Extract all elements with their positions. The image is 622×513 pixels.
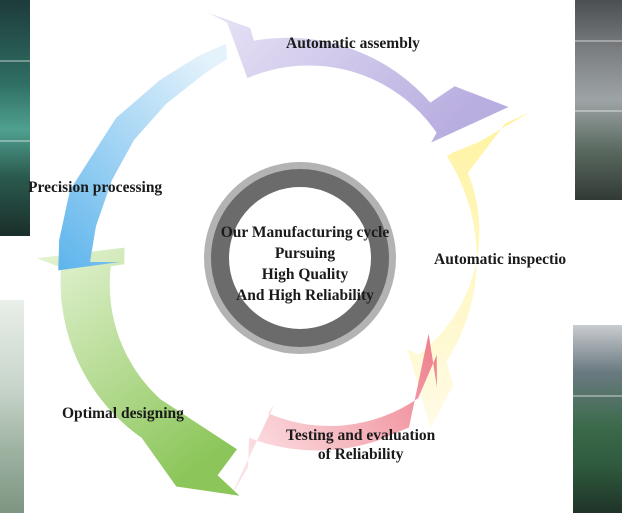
label-automatic-inspection: Automatic inspectio [434, 251, 567, 268]
center-ring-dark [211, 169, 389, 347]
center-line-4: And High Reliability [236, 287, 374, 304]
label-testing-line1: Testing and evaluation [286, 427, 436, 444]
label-optimal-designing: Optimal designing [62, 405, 184, 422]
center-disc [230, 188, 370, 328]
label-automatic-assembly: Automatic assembly [286, 35, 420, 52]
arrow-optimal-designing [36, 247, 240, 496]
factory-photo-bottom-left [0, 300, 24, 513]
arrow-automatic-inspection [407, 112, 531, 428]
factory-photo-bottom-right [573, 325, 622, 513]
center-line-2: Pursuing [274, 245, 336, 262]
arrow-testing-evaluation [228, 333, 437, 501]
center-line-3: High Quality [261, 266, 349, 283]
label-testing-line2: of Reliability [317, 446, 404, 464]
label-testing-evaluation: Testing and evaluation of Reliability [286, 426, 435, 465]
factory-photo-top-right [575, 0, 622, 200]
label-precision-processing: Precision processing [28, 179, 163, 196]
factory-photo-top-left [0, 0, 30, 236]
center-caption: Our Manufacturing cycle Pursuing High Qu… [180, 222, 430, 306]
arrow-automatic-assembly [207, 12, 509, 143]
center-line-1: Our Manufacturing cycle [220, 224, 390, 241]
arrow-precision-processing [58, 44, 227, 271]
